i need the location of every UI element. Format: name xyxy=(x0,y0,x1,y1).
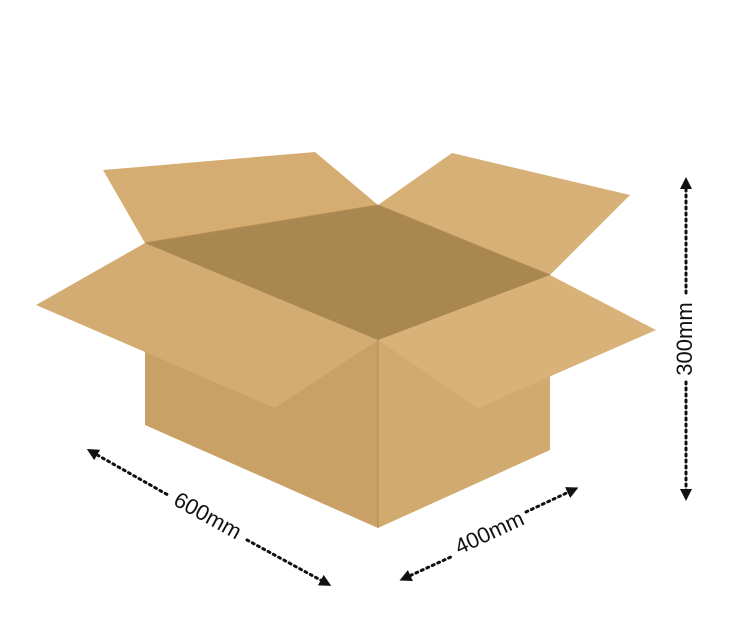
width-line-b xyxy=(524,487,579,514)
width-line-a xyxy=(399,554,455,581)
length-label: 600mm xyxy=(170,487,246,544)
cardboard-box xyxy=(36,152,656,528)
height-label: 300mm xyxy=(672,302,697,375)
box-flap-front-left xyxy=(36,243,378,408)
box-fold-edges xyxy=(144,204,551,276)
width-label: 400mm xyxy=(451,506,528,560)
length-line-a xyxy=(86,449,170,497)
box-front-left-face xyxy=(145,340,378,528)
box-flap-back-right xyxy=(378,153,630,275)
box-flap-front-right xyxy=(378,275,656,408)
box-flap-back-left xyxy=(103,152,378,243)
height-dimension: 300mm xyxy=(672,177,697,501)
box-interior-floor xyxy=(145,205,550,340)
length-line-b xyxy=(245,538,332,586)
